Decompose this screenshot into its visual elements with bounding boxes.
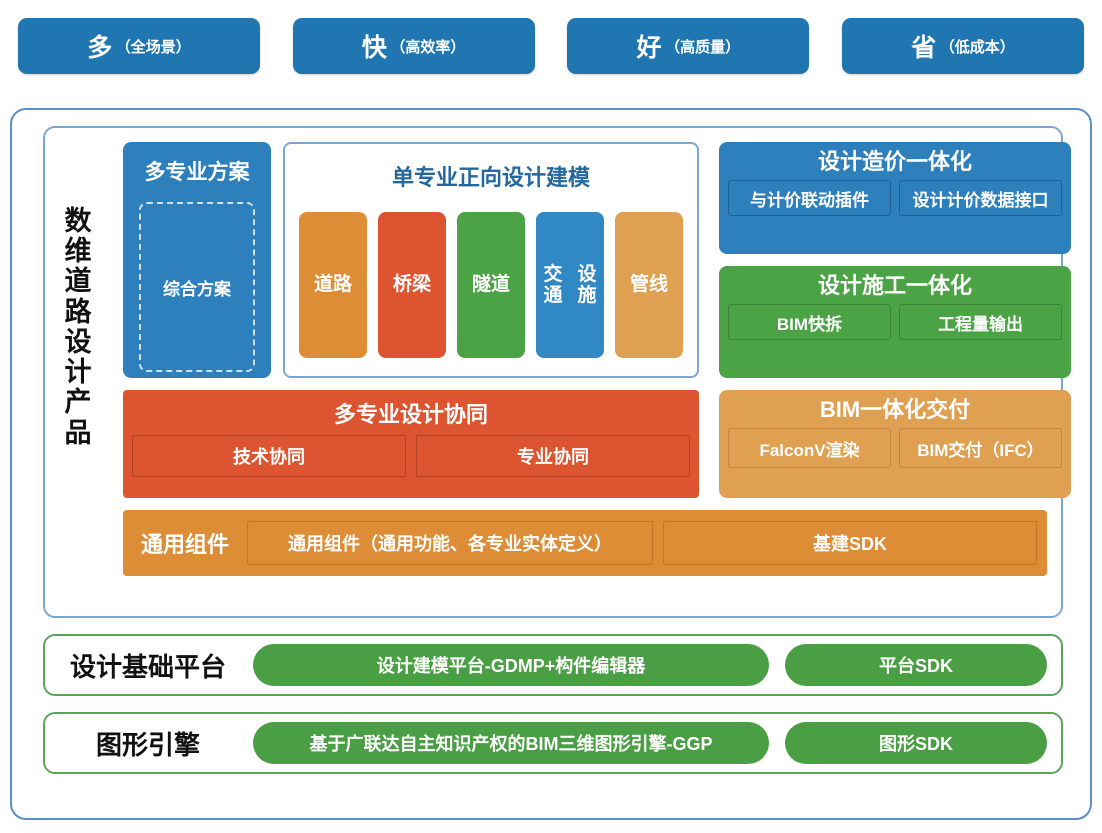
banner-button-3-big: 好 (636, 34, 663, 62)
design-cost-subs: 与计价联动插件 设计计价数据接口 (728, 180, 1062, 217)
discipline-card-1[interactable]: 道路 (299, 212, 367, 358)
discipline-card-label: 隧道 (471, 274, 510, 296)
design-cost-title: 设计造价一体化 (817, 149, 972, 174)
design-platform-main-pill[interactable]: 设计建模平台-GDMP+构件编辑器 (253, 644, 769, 686)
collaboration-title: 多专业设计协同 (333, 402, 488, 427)
product-vertical-label-char: 数 (64, 206, 92, 236)
graphics-engine-main-pill[interactable]: 基于广联达自主知识产权的BIM三维图形引擎-GGP (253, 722, 769, 764)
product-vertical-label-char: 道 (64, 266, 92, 297)
design-cost-card[interactable]: 设计造价一体化 与计价联动插件 设计计价数据接口 (719, 142, 1071, 254)
bim-delivery-card[interactable]: BIM一体化交付 FalconV渲染 BIM交付（IFC） (719, 390, 1071, 498)
banner-button-1-small: （全场景） (115, 38, 191, 56)
banner-button-4-big: 省 (911, 34, 937, 62)
design-cost-sub-1[interactable]: 与计价联动插件 (728, 180, 891, 217)
common-components-label: 通用组件 (141, 532, 230, 557)
bim-delivery-subs: FalconV渲染 BIM交付（IFC） (728, 428, 1062, 469)
discipline-card-2[interactable]: 桥梁 (378, 212, 446, 358)
product-vertical-label-char: 品 (64, 417, 92, 448)
common-components-band: 通用组件 通用组件（通用功能、各专业实体定义） 基建SDK (123, 510, 1047, 576)
collaboration-subs: 技术协同 专业协同 (132, 435, 690, 477)
design-platform-label: 设计基础平台 (69, 651, 226, 682)
multi-scheme-title: 多专业方案 (144, 161, 250, 184)
single-discipline-panel: 单专业正向设计建模 道路 桥梁 隧道 交通设施 管线 (283, 142, 699, 378)
single-discipline-title: 单专业正向设计建模 (391, 165, 590, 190)
product-row-top: 多专业方案 综合方案 单专业正向设计建模 道路 桥梁 隧道 交通设施 管线 设计造价一体… (123, 142, 1071, 378)
design-construction-sub-1[interactable]: BIM快拆 (728, 304, 891, 341)
collaboration-card[interactable]: 多专业设计协同 技术协同 专业协同 (123, 390, 699, 498)
outer-frame: 数维道路设计产品 多专业方案 综合方案 单专业正向设计建模 道路桥梁隧道交通设施… (10, 108, 1092, 820)
design-platform-row: 设计基础平台 设计建模平台-GDMP+构件编辑器 平台SDK (43, 634, 1063, 696)
discipline-card-3[interactable]: 隧道 (457, 212, 525, 358)
banner-button-3[interactable]: 好 （高质量） (567, 18, 810, 74)
discipline-card-label: 交通 (543, 263, 563, 306)
discipline-card-label: 道路 (313, 274, 352, 296)
banner-button-3-small: （高质量） (665, 38, 741, 56)
discipline-card-5[interactable]: 管线 (615, 212, 683, 358)
common-components-sdk[interactable]: 基建SDK (663, 521, 1037, 565)
bim-delivery-title: BIM一体化交付 (819, 397, 971, 422)
banner-button-4-small: （低成本） (939, 38, 1015, 56)
bim-delivery-sub-2[interactable]: BIM交付（IFC） (899, 428, 1062, 469)
discipline-list: 道路 桥梁 隧道 交通设施 管线 (299, 212, 683, 358)
graphics-engine-row: 图形引擎 基于广联达自主知识产权的BIM三维图形引擎-GGP 图形SDK (43, 712, 1063, 774)
banner-button-2-big: 快 (361, 34, 388, 62)
product-vertical-label: 数维道路设计产品 (59, 206, 97, 448)
collaboration-sub-1[interactable]: 技术协同 (132, 435, 406, 477)
product-vertical-label-char: 设 (64, 326, 92, 357)
multi-scheme-inner-box[interactable]: 综合方案 (139, 202, 255, 372)
graphics-engine-label: 图形引擎 (95, 729, 200, 760)
collaboration-sub-2[interactable]: 专业协同 (416, 435, 690, 477)
common-components-main[interactable]: 通用组件（通用功能、各专业实体定义） (247, 521, 654, 565)
bim-delivery-sub-1[interactable]: FalconV渲染 (728, 428, 891, 469)
product-vertical-label-char: 路 (64, 296, 92, 327)
graphics-engine-sdk-pill[interactable]: 图形SDK (785, 722, 1047, 764)
discipline-card-label: 设施 (577, 263, 597, 306)
design-construction-card[interactable]: 设计施工一体化 BIM快拆 工程量输出 (719, 266, 1071, 378)
product-inner: 多专业方案 综合方案 单专业正向设计建模 道路 桥梁 隧道 交通设施 管线 设计造价一体… (123, 142, 1071, 602)
design-construction-subs: BIM快拆 工程量输出 (728, 304, 1062, 341)
banner-button-1[interactable]: 多 （全场景） (18, 18, 260, 74)
product-vertical-label-char: 产 (64, 387, 92, 418)
banner-button-4[interactable]: 省 （低成本） (841, 18, 1084, 74)
design-construction-sub-2[interactable]: 工程量输出 (899, 304, 1062, 341)
banner-button-2[interactable]: 快 （高效率） (292, 18, 535, 74)
product-vertical-label-char: 计 (64, 357, 92, 388)
product-frame: 数维道路设计产品 多专业方案 综合方案 单专业正向设计建模 道路桥梁隧道交通设施… (43, 126, 1071, 618)
discipline-card-label: 管线 (629, 274, 668, 296)
multi-scheme-card[interactable]: 多专业方案 综合方案 (123, 142, 271, 378)
design-cost-sub-2[interactable]: 设计计价数据接口 (899, 180, 1062, 217)
design-construction-title: 设计施工一体化 (817, 273, 972, 298)
discipline-card-label: 桥梁 (392, 274, 431, 296)
banner-button-1-big: 多 (87, 34, 113, 62)
design-platform-sdk-pill[interactable]: 平台SDK (785, 644, 1047, 686)
banner-button-2-small: （高效率） (390, 38, 466, 56)
discipline-card-4[interactable]: 交通设施 (536, 212, 604, 358)
top-banner: 多 （全场景） 快 （高效率） 好 （高质量） 省 （低成本） (0, 0, 1102, 92)
product-vertical-label-char: 维 (64, 236, 92, 267)
